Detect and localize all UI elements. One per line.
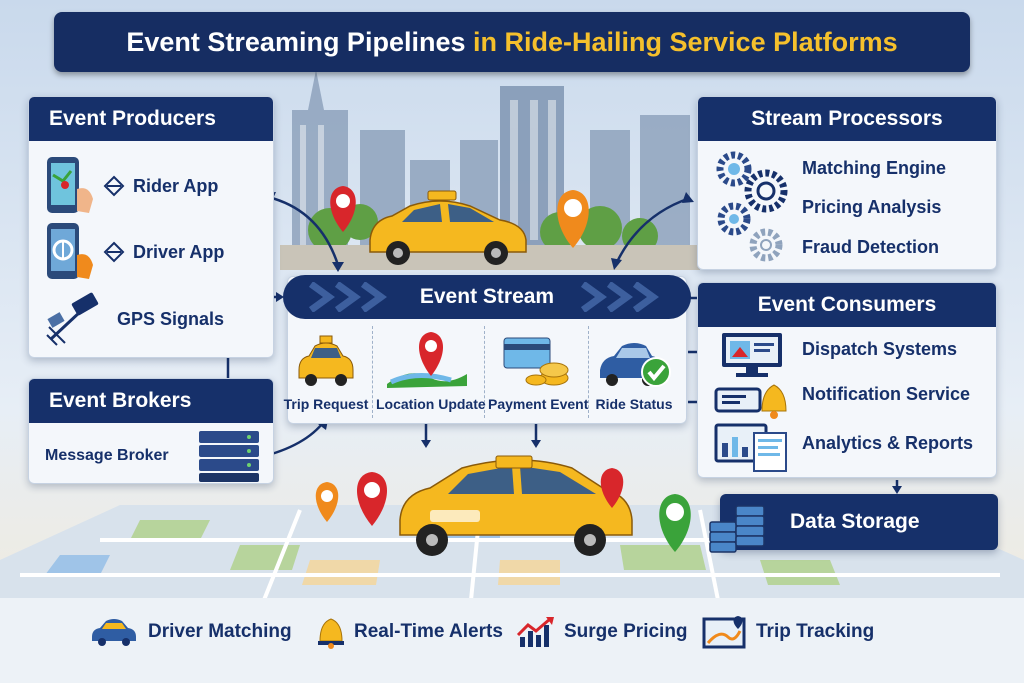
feature-driver-matching: Driver Matching (88, 612, 292, 652)
event-payment-event: Payment Event (488, 322, 588, 422)
event-producers-panel: Event Producers Rider App Driver App (28, 96, 274, 358)
event-trip-request-label: Trip Request (283, 396, 369, 412)
data-storage-label: Data Storage (790, 510, 920, 533)
gears-icon (716, 151, 788, 262)
title-part-1: Event Streaming Pipelines (126, 27, 466, 57)
feature-real-time-alerts-label: Real-Time Alerts (354, 621, 503, 642)
analytics-report-icon (714, 423, 787, 472)
processor-matching-engine: Matching Engine (802, 158, 946, 178)
feature-surge-pricing: Surge Pricing (516, 612, 688, 652)
event-ride-status: Ride Status (584, 322, 684, 422)
event-stream-title: Event Stream (419, 285, 555, 308)
monitor-icon (722, 333, 782, 377)
processor-fraud-detection: Fraud Detection (802, 237, 940, 257)
event-brokers-panel: Event Brokers Message Broker (28, 378, 274, 484)
producer-rider-app: Rider App (43, 155, 218, 217)
server-stack-icon (199, 431, 259, 482)
feature-trip-tracking: Trip Tracking (702, 612, 874, 652)
chevrons-right-icon (580, 282, 659, 312)
event-payment-event-label: Payment Event (488, 396, 589, 412)
driver-app-phone-icon (47, 223, 93, 279)
car-icon (92, 619, 136, 646)
stream-processors-panel: Stream Processors Matching Engine Pricin… (697, 96, 997, 270)
diamond-arrow-icon (103, 175, 125, 197)
consumer-analytics-reports: Analytics & Reports (802, 433, 974, 453)
producer-driver-app: Driver App (43, 221, 224, 283)
event-consumers-panel: Event Consumers Dispatch Systems Notific… (697, 282, 997, 478)
stream-processors-header: Stream Processors (698, 97, 996, 141)
event-separator (588, 326, 589, 418)
payment-card-coins-icon (503, 337, 569, 386)
producer-rider-app-label: Rider App (133, 175, 219, 196)
event-producers-header: Event Producers (29, 97, 273, 141)
processor-pricing-analysis: Pricing Analysis (802, 197, 942, 217)
event-brokers-header: Event Brokers (29, 379, 273, 423)
taxi-top-illustration (369, 190, 527, 265)
pin-orange-top (557, 190, 589, 248)
pin-red-top (330, 186, 356, 232)
event-location-update-label: Location Update (376, 396, 486, 412)
notification-bell-icon (714, 384, 787, 419)
trip-map-icon (702, 616, 746, 649)
page-title: Event Streaming Pipelines in Ride-Hailin… (54, 12, 970, 72)
message-broker-label: Message Broker (45, 447, 169, 464)
consumer-dispatch-systems: Dispatch Systems (802, 339, 958, 359)
diamond-arrow-icon (103, 241, 125, 263)
alert-bell-icon (318, 618, 344, 649)
event-consumers-header: Event Consumers (698, 283, 996, 327)
event-location-update: Location Update (376, 322, 486, 422)
data-storage-box: Data Storage (709, 494, 998, 553)
satellite-icon (46, 292, 99, 346)
producer-driver-app-label: Driver App (133, 241, 225, 262)
event-ride-status-label: Ride Status (595, 396, 673, 412)
feature-real-time-alerts: Real-Time Alerts (316, 612, 503, 652)
producer-gps-signals: GPS Signals (43, 291, 224, 347)
car-check-icon (600, 343, 671, 387)
event-stream-header: Event Stream (283, 275, 691, 319)
pin-green-bottom (659, 494, 691, 552)
feature-driver-matching-label: Driver Matching (148, 621, 292, 642)
database-icon (709, 505, 765, 553)
title-part-2: in Ride-Hailing Service Platforms (473, 27, 898, 57)
trend-up-icon (516, 617, 554, 647)
event-separator (372, 326, 373, 418)
consumer-notification-service: Notification Service (802, 384, 971, 404)
chevrons-left-icon (308, 282, 387, 312)
feature-trip-tracking-label: Trip Tracking (756, 621, 875, 642)
event-separator (484, 326, 485, 418)
pin-red-bottom (357, 472, 387, 526)
event-trip-request: Trip Request (276, 322, 376, 422)
taxi-bottom-illustration (399, 455, 633, 556)
taxi-icon (298, 335, 354, 386)
pin-orange-bottom (315, 482, 339, 522)
rider-app-phone-icon (47, 157, 93, 213)
feature-surge-pricing-label: Surge Pricing (564, 621, 688, 642)
pin-red-right (600, 468, 624, 508)
map-pin-icon (387, 332, 467, 388)
producer-gps-signals-label: GPS Signals (117, 308, 225, 329)
